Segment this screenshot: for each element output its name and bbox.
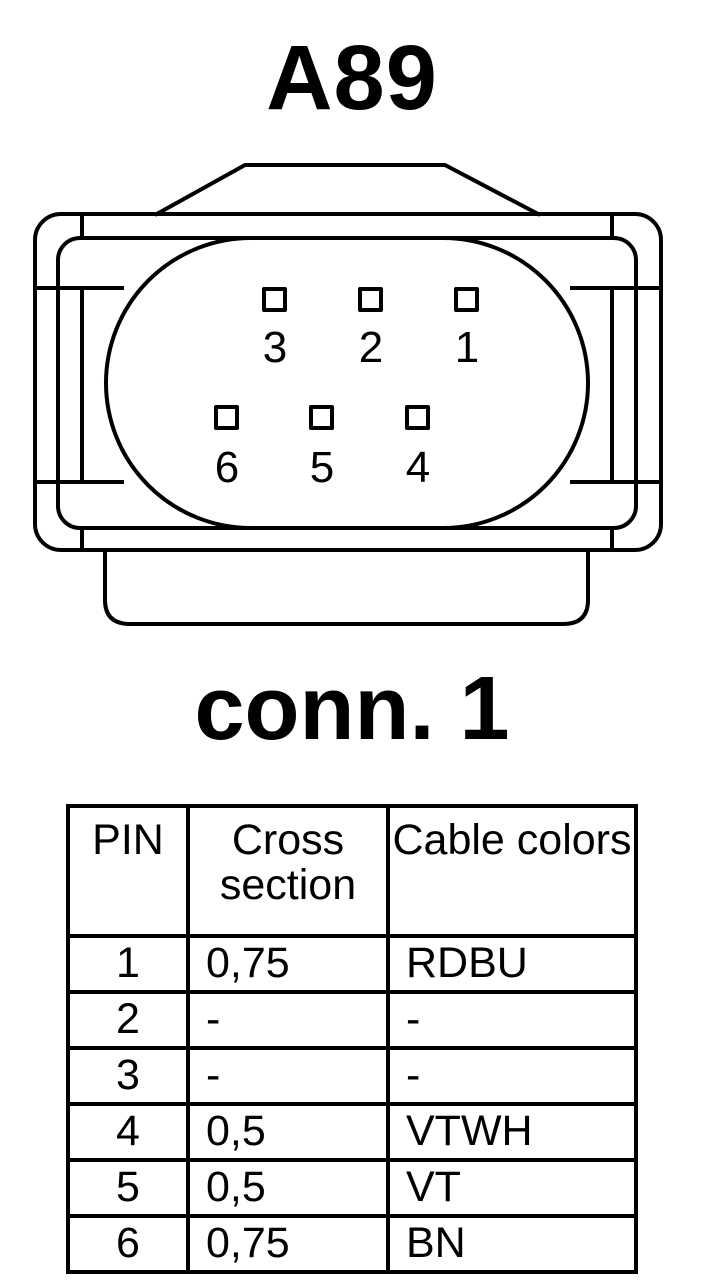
row-cable-color: RDBU: [386, 934, 638, 994]
connector-drawing: 3 2 1 6 5 4: [33, 163, 663, 626]
pin-6-square: [214, 405, 239, 430]
table-row: 6 0,75 BN: [66, 1214, 638, 1274]
connector-skirt: [103, 550, 590, 626]
row-cable-color: VT: [386, 1158, 638, 1218]
row-cross-section: -: [186, 990, 390, 1050]
connector-face: [104, 236, 590, 530]
pin-4-square: [405, 405, 430, 430]
pin-label-2: 2: [359, 323, 383, 372]
row-cable-color: -: [386, 1046, 638, 1106]
row-pin: 3: [66, 1046, 190, 1106]
pin-5-square: [309, 405, 334, 430]
table-row: 1 0,75 RDBU: [66, 934, 638, 994]
table-header-row: PIN Cross section Cable colors: [66, 804, 638, 938]
pinout-table: PIN Cross section Cable colors 1 0,75 RD…: [66, 804, 638, 1274]
pin-label-6: 6: [215, 443, 239, 492]
row-cable-color: -: [386, 990, 638, 1050]
connector-housing-outer: [33, 212, 663, 552]
row-pin: 5: [66, 1158, 190, 1218]
pin-2-square: [358, 287, 383, 312]
table-row: 2 - -: [66, 990, 638, 1050]
pin-label-3: 3: [263, 323, 287, 372]
row-pin: 6: [66, 1214, 190, 1274]
connector-title: A89: [266, 27, 438, 129]
row-pin: 4: [66, 1102, 190, 1162]
pin-label-1: 1: [455, 323, 479, 372]
table-row: 3 - -: [66, 1046, 638, 1106]
table-row: 4 0,5 VTWH: [66, 1102, 638, 1162]
header-cross-section: Cross section: [186, 804, 390, 938]
pin-label-5: 5: [310, 443, 334, 492]
header-cable-colors: Cable colors: [386, 804, 638, 938]
connector-number-label: conn. 1: [194, 659, 510, 759]
row-cross-section: 0,75: [186, 1214, 390, 1274]
pin-1-square: [454, 287, 479, 312]
row-cross-section: 0,75: [186, 934, 390, 994]
pin-label-4: 4: [406, 443, 430, 492]
row-cross-section: -: [186, 1046, 390, 1106]
pin-3-square: [262, 287, 287, 312]
row-cable-color: VTWH: [386, 1102, 638, 1162]
row-pin: 2: [66, 990, 190, 1050]
header-pin: PIN: [66, 804, 190, 938]
connector-latch: [154, 163, 541, 217]
row-cross-section: 0,5: [186, 1158, 390, 1218]
row-cable-color: BN: [386, 1214, 638, 1274]
row-pin: 1: [66, 934, 190, 994]
row-cross-section: 0,5: [186, 1102, 390, 1162]
table-row: 5 0,5 VT: [66, 1158, 638, 1218]
